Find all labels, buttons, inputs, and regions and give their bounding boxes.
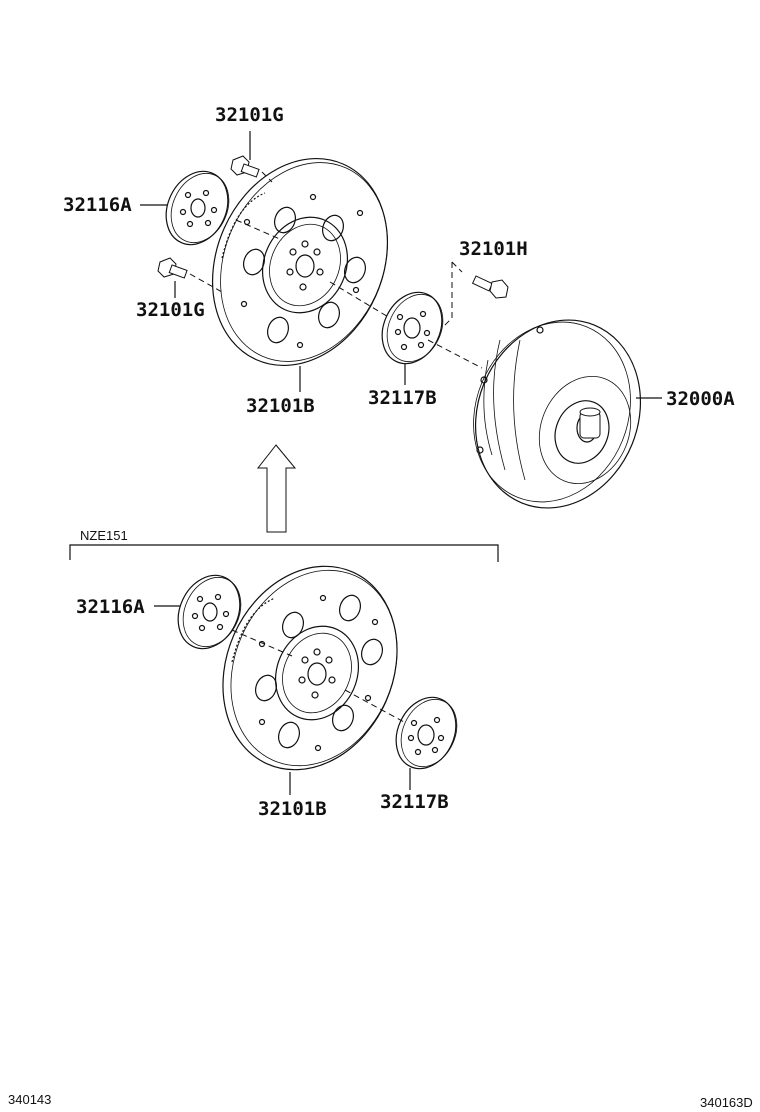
group-label: NZE151 (80, 528, 128, 543)
up-arrow (256, 444, 297, 533)
upper-bolt-top (230, 155, 273, 183)
lower-axis-left (231, 629, 293, 657)
upper-plate-right (381, 291, 444, 365)
group-bracket (69, 544, 499, 562)
label-upper-bolt-right: 32101H (459, 238, 528, 260)
label-upper-plate-left: 32116A (63, 194, 132, 216)
upper-bolt-right (443, 261, 509, 327)
torque-converter (473, 319, 642, 509)
label-upper-bolt-bottom: 32101G (136, 299, 205, 321)
label-lower-plate-left: 32116A (76, 596, 145, 618)
upper-axis-center (329, 281, 391, 319)
code-left: 340143 (8, 1092, 51, 1107)
label-torque-converter: 32000A (666, 388, 735, 410)
lower-axis-right (344, 689, 405, 723)
label-lower-flywheel: 32101B (258, 798, 327, 820)
label-upper-bolt-top: 32101G (215, 104, 284, 126)
lower-plate-right (395, 696, 458, 770)
code-right: 340163D (700, 1095, 753, 1110)
upper-bolt-bottom (157, 257, 223, 293)
lower-flywheel (222, 565, 398, 771)
label-upper-plate-right: 32117B (368, 387, 437, 409)
upper-axis-left (235, 219, 283, 241)
label-upper-flywheel: 32101B (246, 395, 315, 417)
upper-flywheel (211, 157, 389, 367)
label-lower-plate-right: 32117B (380, 791, 449, 813)
upper-axis-right (427, 339, 483, 369)
lower-plate-left (177, 574, 242, 650)
upper-plate-left (165, 170, 230, 246)
